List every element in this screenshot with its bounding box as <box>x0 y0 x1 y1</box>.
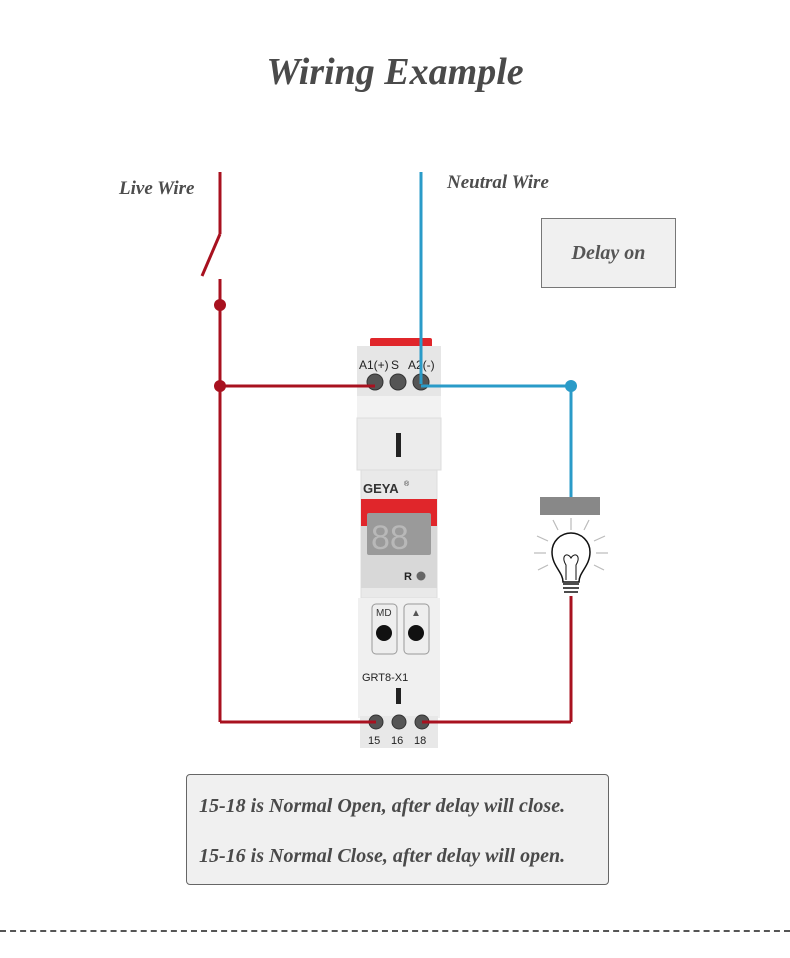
timer-relay-device: A1(+) S A2(-) GEYA ® 88 R MD ▲ GRT8-X1 1… <box>356 338 442 748</box>
live-junction-dot <box>214 299 226 311</box>
neutral-wire-label: Neutral Wire <box>447 172 549 193</box>
lamp-holder <box>540 497 600 515</box>
terminal-15-label: 15 <box>368 735 380 747</box>
contact-notes-box: 15-18 is Normal Open, after delay will c… <box>186 774 609 885</box>
live-wire-label: Live Wire <box>119 178 195 199</box>
terminal-a1-screw <box>366 373 384 391</box>
terminal-16-label: 16 <box>391 735 403 747</box>
device-top-clip <box>370 338 432 348</box>
page-title: Wiring Example <box>266 51 524 93</box>
live-junction-dot <box>214 380 226 392</box>
neutral-junction-dot <box>565 380 577 392</box>
mode-box: Delay on <box>541 218 676 288</box>
live-wire <box>200 172 573 724</box>
brand-registered-mark: ® <box>404 480 410 488</box>
terminal-s-screw <box>389 373 407 391</box>
md-button[interactable] <box>376 625 392 641</box>
note-normal-close: 15-16 is Normal Close, after delay will … <box>199 845 566 867</box>
terminal-16-screw <box>391 714 407 730</box>
model-label: GRT8-X1 <box>362 672 408 684</box>
terminal-s-label: S <box>391 358 399 372</box>
terminal-18-label: 18 <box>414 735 426 747</box>
md-button-label: MD <box>376 608 392 619</box>
lamp-icon <box>534 497 608 593</box>
neutral-wire <box>419 172 573 498</box>
mode-label: Delay on <box>571 241 646 264</box>
section-divider <box>0 930 790 932</box>
brand-logo: GEYA <box>363 481 399 496</box>
switch-blade <box>200 233 222 277</box>
terminal-a1-label: A1(+) <box>359 358 389 372</box>
led-digits: 88 <box>371 519 409 557</box>
up-button[interactable] <box>408 625 424 641</box>
led-display <box>367 513 431 555</box>
indicator-label: R <box>404 571 412 583</box>
indicator-led <box>416 571 426 581</box>
note-normal-open: 15-18 is Normal Open, after delay will c… <box>199 795 566 817</box>
up-arrow-icon: ▲ <box>411 608 421 619</box>
top-slot <box>396 433 401 457</box>
bottom-slot <box>396 688 401 704</box>
